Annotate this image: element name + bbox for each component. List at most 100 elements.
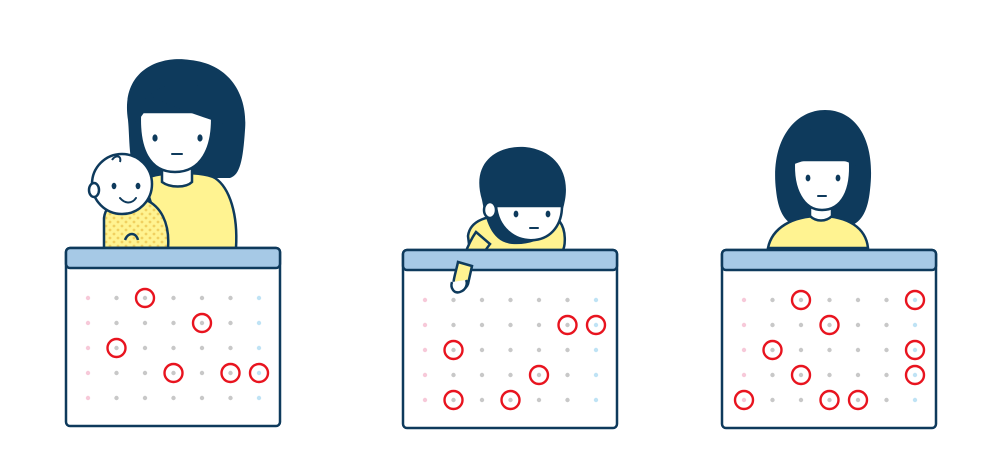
calendar-day-dot — [536, 322, 542, 328]
calendar-day-dot — [114, 320, 119, 326]
calendar-circle-mark — [904, 339, 926, 361]
calendar-day-dot — [256, 345, 262, 351]
calendar-day-dot — [912, 397, 918, 403]
calendar-circle-mark — [790, 364, 812, 386]
calendar-day-dot — [479, 397, 485, 403]
calendar-circle-mark — [733, 389, 755, 411]
calendar-day-dot — [451, 297, 456, 303]
calendar-day-dot — [256, 395, 262, 401]
calendar-day-dot — [199, 345, 205, 351]
calendar-circle-mark — [904, 289, 926, 311]
calendar-day-dot — [565, 322, 570, 328]
calendar-day-dot — [171, 345, 176, 351]
calendar-day-dot — [171, 370, 176, 376]
calendar-day-dot — [422, 297, 428, 303]
calendar-day-dot — [798, 297, 804, 303]
calendar-day-dot — [114, 295, 119, 301]
calendar-circle-mark — [904, 364, 926, 386]
calendar-day-dot — [798, 397, 804, 403]
calendar-day-dot — [422, 322, 428, 328]
calendar-day-dot — [827, 322, 832, 328]
calendar-day-dot — [508, 322, 513, 328]
calendar-day-dot — [142, 395, 148, 401]
calendar-day-dot — [479, 347, 485, 353]
calendar-circle-mark — [106, 337, 127, 359]
calendar-circle-mark — [134, 287, 156, 309]
calendar-day-dot — [228, 345, 233, 351]
calendar-day-dot — [741, 372, 747, 378]
calendar-day-dot — [912, 347, 918, 353]
calendar-circle-mark — [163, 362, 184, 384]
calendar-day-dot — [256, 320, 262, 326]
calendar-circle-mark — [443, 389, 464, 411]
girl-figure — [766, 110, 872, 250]
calendar-day-dot — [536, 347, 542, 353]
calendar-day-dot — [593, 372, 599, 378]
calendar-day-dot — [855, 297, 861, 303]
calendar-circle-mark — [819, 389, 840, 411]
calendar-day-dot — [422, 372, 428, 378]
calendar — [720, 248, 938, 430]
calendar-day-dot — [884, 347, 889, 353]
calendar-day-dot — [171, 395, 176, 401]
calendar-day-dot — [827, 397, 832, 403]
calendar-day-dot — [199, 395, 205, 401]
calendar-circle-mark — [847, 389, 869, 411]
calendar-day-dot — [770, 297, 775, 303]
calendar-day-dot — [593, 347, 599, 353]
calendar — [401, 248, 619, 430]
calendar-day-dot — [142, 320, 148, 326]
calendar-day-dot — [422, 397, 428, 403]
calendar-day-dot — [142, 345, 148, 351]
calendar-day-dot — [142, 370, 148, 376]
calendar-circle-mark — [220, 362, 241, 384]
calendar-day-dot — [114, 345, 119, 351]
calendar-day-dot — [565, 297, 570, 303]
calendar-day-dot — [565, 372, 570, 378]
calendar-day-dot — [85, 395, 91, 401]
calendar-day-dot — [479, 322, 485, 328]
calendar — [64, 246, 282, 428]
calendar-circle-mark — [819, 314, 840, 336]
calendar-day-dot — [855, 322, 861, 328]
calendar-day-dot — [228, 320, 233, 326]
calendar-day-dot — [422, 347, 428, 353]
calendar-day-dot — [741, 322, 747, 328]
calendar-day-dot — [451, 397, 456, 403]
calendar-day-dot — [171, 320, 176, 326]
calendar-day-dot — [770, 347, 775, 353]
calendar-circle-mark — [762, 339, 783, 361]
calendar-day-dot — [451, 372, 456, 378]
calendar-day-dot — [228, 370, 233, 376]
calendar-day-dot — [479, 297, 485, 303]
calendar-day-dot — [798, 322, 804, 328]
calendar-day-dot — [855, 372, 861, 378]
calendar-day-dot — [565, 347, 570, 353]
calendar-day-dot — [508, 297, 513, 303]
calendar-day-dot — [256, 295, 262, 301]
calendar-day-dot — [228, 295, 233, 301]
calendar-circle-mark — [191, 312, 213, 334]
calendar-day-dot — [884, 322, 889, 328]
calendar-day-dot — [171, 295, 176, 301]
calendar-day-dot — [508, 372, 513, 378]
calendar-day-dot — [884, 297, 889, 303]
scene-girl — [720, 110, 938, 430]
calendar-day-dot — [199, 320, 205, 326]
calendar-day-dot — [593, 322, 599, 328]
calendar-day-dot — [85, 345, 91, 351]
calendar-day-dot — [912, 322, 918, 328]
calendar-day-dot — [827, 347, 832, 353]
calendar-day-dot — [142, 295, 148, 301]
calendar-day-dot — [741, 347, 747, 353]
calendar-day-dot — [912, 372, 918, 378]
calendar-day-dot — [741, 397, 747, 403]
calendar-day-dot — [114, 395, 119, 401]
calendar-day-dot — [593, 297, 599, 303]
calendar-day-dot — [536, 372, 542, 378]
calendar-day-dot — [85, 320, 91, 326]
calendar-day-dot — [912, 297, 918, 303]
calendar-day-dot — [228, 395, 233, 401]
calendar-circle-mark — [585, 314, 607, 336]
